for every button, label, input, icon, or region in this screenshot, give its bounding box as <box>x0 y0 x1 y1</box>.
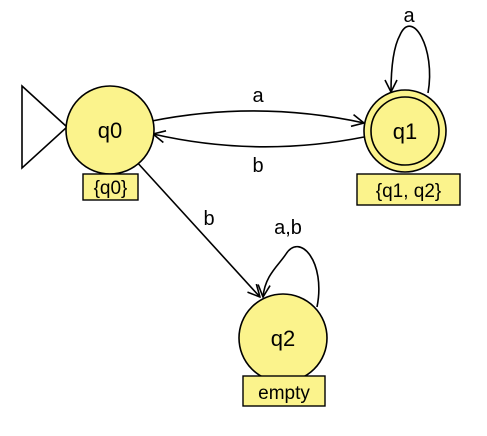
state-q0-note <box>82 173 139 201</box>
state-q1-inner-circle <box>370 96 440 166</box>
edge-q0-q2[interactable] <box>134 159 260 297</box>
state-q2-label: q2 <box>271 326 295 351</box>
edge-q1-q0[interactable] <box>153 134 365 148</box>
state-q1-note <box>356 173 461 206</box>
edge-label-q0-q2: b <box>203 208 214 230</box>
edge-label-q2-self: a,b <box>274 217 302 239</box>
state-q0-note-text: {q0} <box>94 178 128 199</box>
state-q0[interactable]: q0 {q0} <box>65 85 155 201</box>
edge-label-q1-q0: b <box>252 155 263 177</box>
edge-label-q1-self: a <box>403 5 415 27</box>
state-q0-label: q0 <box>98 118 122 143</box>
edge-q2-self-loop[interactable] <box>263 246 320 308</box>
edge-label-q0-q1: a <box>252 85 264 107</box>
initial-state-marker <box>21 84 69 170</box>
edge-q0-q1[interactable] <box>151 110 364 123</box>
state-q2[interactable]: q2 empty <box>238 293 328 407</box>
state-q2-note <box>242 375 326 407</box>
state-q2-note-text: empty <box>258 383 310 404</box>
state-q1[interactable]: q1 {q1, q2} <box>356 89 461 206</box>
state-q1-label: q1 <box>393 119 417 144</box>
edge-q1-self-loop[interactable] <box>391 25 431 94</box>
transitions: a b a b a,b <box>134 5 431 308</box>
state-q1-note-text: {q1, q2} <box>376 181 442 202</box>
